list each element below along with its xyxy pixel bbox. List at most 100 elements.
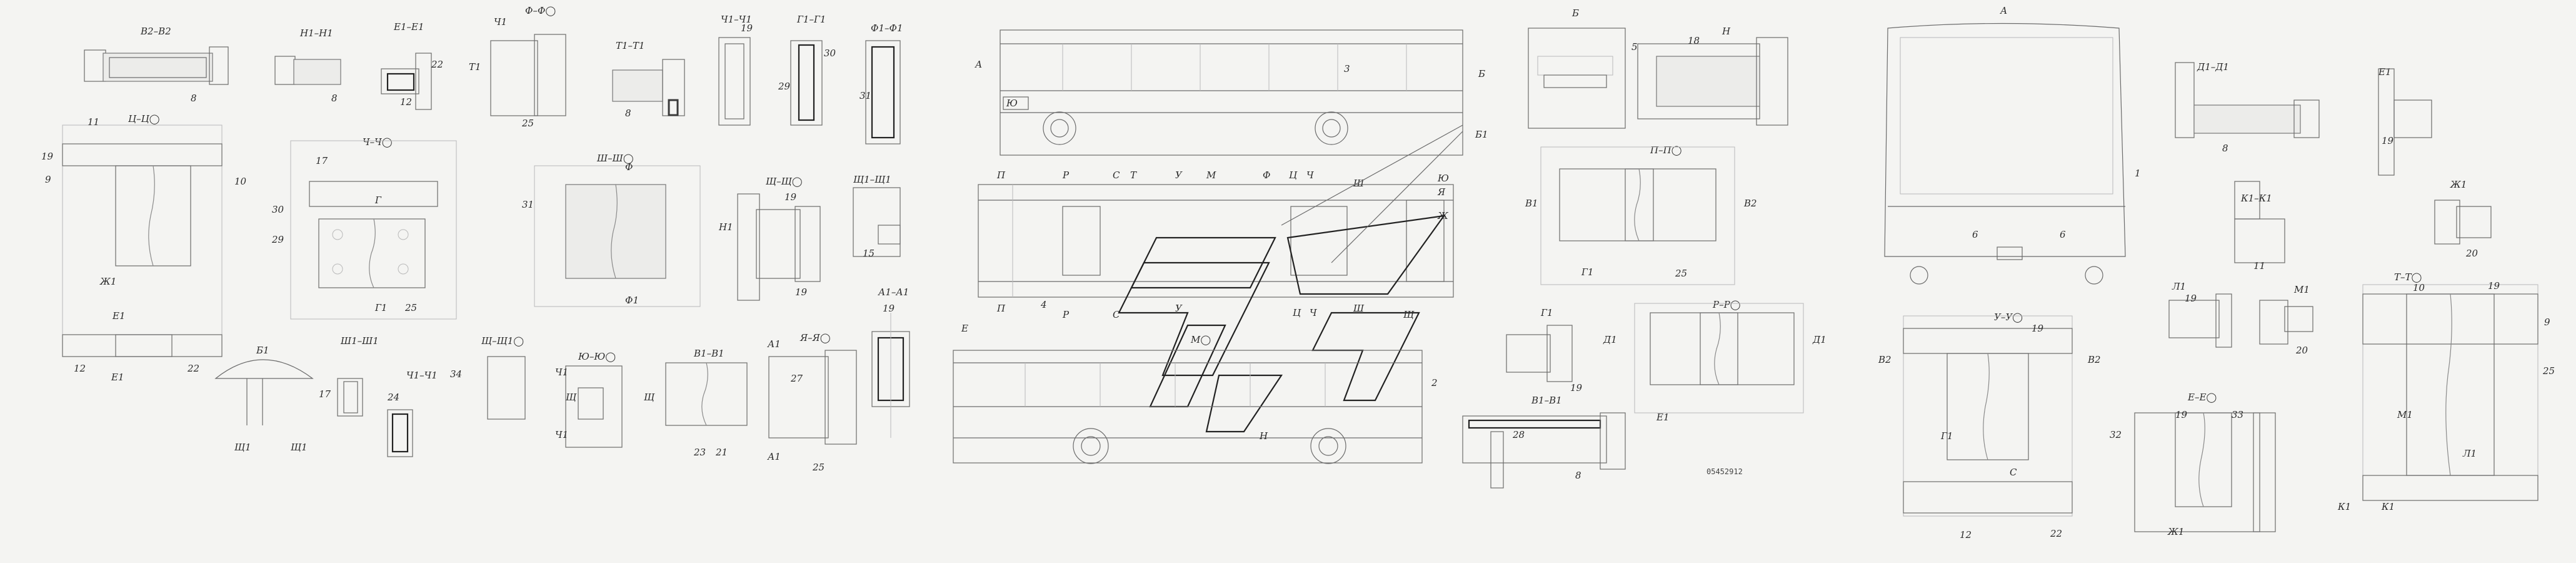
section-pp-title: П–П◯: [1650, 145, 1681, 156]
callout-8b: 8: [331, 93, 338, 104]
section-n1: Н1–Н1 8: [274, 28, 341, 104]
section-tsh: Ц–Ц◯ 11 19 9 10 Ж1 Е1 12 22 Е1: [41, 113, 247, 383]
section-k1: К1–К1 11: [2234, 181, 2285, 271]
mark-n: Н: [1259, 430, 1268, 442]
callout-28: 28: [1512, 429, 1525, 440]
mark-yu: Ю: [1006, 98, 1018, 109]
callout-11b: 11: [2253, 260, 2265, 271]
mark-d1: Д1: [1603, 334, 1617, 345]
callout-8c: 8: [625, 108, 631, 119]
mark-a1b: А1: [767, 451, 781, 462]
callout-17: 17: [316, 155, 328, 166]
section-n1-title: Н1–Н1: [299, 28, 333, 39]
callout-19k: 19: [2488, 280, 2500, 292]
section-chch: Ч–Ч◯ 17 30 29 Г Г1 25: [271, 136, 457, 320]
view-n-title: Н: [1722, 26, 1731, 37]
callout-10: 10: [234, 176, 247, 187]
section-t1-title: Т1–Т1: [616, 40, 645, 51]
mark-n1: Н1: [718, 221, 733, 233]
section-ee-title: Е–Е◯: [2187, 392, 2217, 403]
mark-r: Р: [1062, 170, 1070, 181]
section-rr-title: Р–Р◯: [1712, 299, 1740, 310]
section-d1-title: Д1–Д1: [2197, 61, 2229, 73]
callout-31b: 31: [522, 199, 534, 210]
section-shch-title: Щ–Щ◯: [766, 176, 803, 187]
callout-24: 24: [387, 392, 399, 403]
callout-19g: 19: [2032, 323, 2044, 334]
section-ch1-title: Ч1–Ч1: [721, 14, 752, 25]
section-shch2: Щ–Щ1◯ 34: [450, 335, 526, 420]
callout-6: 6: [1972, 229, 1978, 240]
mark-m: М: [1206, 170, 1216, 181]
callout-4: 4: [1040, 299, 1047, 310]
callout-18: 18: [1688, 35, 1700, 46]
bus-side-view-bottom: Е 2 Н: [953, 323, 1438, 464]
bus-side-view-top: А 3 Ю Б Б1: [975, 29, 1488, 156]
section-sh1: Ш1–Ш1 17: [319, 335, 379, 417]
mark-sh2: Ш: [1353, 303, 1365, 314]
mark-k1: К1: [2337, 501, 2351, 512]
view-a-title: А: [2000, 5, 2007, 16]
section-vv1-title: В1–В1: [1531, 395, 1562, 406]
callout-19e: 19: [883, 303, 895, 314]
callout-12: 12: [400, 96, 412, 108]
mark-p2: П: [996, 303, 1006, 314]
callout-21: 21: [715, 447, 728, 458]
view-b-title: Б: [1571, 8, 1579, 19]
mark-e1: Е1: [112, 310, 126, 322]
callout-29: 29: [778, 81, 791, 92]
callout-32: 32: [2110, 429, 2122, 440]
section-rr: Р–Р◯ Д1 Д1 Е1: [1603, 299, 1827, 423]
mark-g1: Г1: [374, 302, 387, 313]
callout-2: 2: [1431, 377, 1438, 388]
mark-a1: А1: [767, 338, 781, 350]
callout-20b: 20: [2295, 345, 2308, 356]
mark-l1: Л1: [2462, 448, 2477, 459]
section-f1: Ф1–Ф1 31: [860, 23, 903, 145]
view-e1-right-title: Е1: [2378, 66, 2392, 78]
callout-8: 8: [191, 93, 197, 104]
view-m1: М1 20: [2259, 284, 2313, 356]
section-d1: Д1–Д1 8: [2175, 61, 2320, 154]
frame-view-m-title: М◯: [1190, 334, 1211, 345]
mark-shch1b: Щ1: [291, 442, 308, 453]
section-v1: В1–В1 23 21: [665, 348, 748, 458]
callout-22b: 22: [187, 363, 199, 374]
callout-8e: 8: [2222, 143, 2228, 154]
mark-r2: Р: [1062, 309, 1070, 320]
section-e1-title: Е1–Е1: [393, 21, 424, 33]
section-f: Ф–Ф◯ Ч1 Т1 25: [469, 5, 566, 129]
section-f1-title: Ф1–Ф1: [871, 23, 903, 34]
mark-e1c: Е1: [1656, 412, 1670, 423]
mark-v2: В2: [1743, 198, 1757, 209]
mark-u: У: [1175, 170, 1183, 181]
view-b1-title: Б1: [256, 345, 269, 356]
mark-f2: Ф: [1263, 170, 1270, 181]
mark-ya: Я: [1437, 186, 1446, 198]
mark-t: Т: [1130, 170, 1137, 181]
mark-shch1: Щ1: [234, 442, 251, 453]
callout-34: 34: [450, 368, 462, 380]
callout-25e: 25: [2542, 365, 2555, 377]
mark-d1b: Д1: [1812, 334, 1827, 345]
mark-ts: Ц: [1289, 170, 1298, 181]
section-f-title: Ф–Ф◯: [525, 5, 556, 16]
callout-10b: 10: [2413, 282, 2425, 293]
callout-17b: 17: [319, 388, 331, 400]
section-ya: Я–Я◯ А1 27 25 А1: [767, 332, 857, 473]
mark-ch1d: Ч1: [555, 429, 568, 440]
callout-25d: 25: [1675, 268, 1687, 279]
callout-5: 5: [1631, 41, 1638, 53]
callout-12c: 12: [1960, 529, 1972, 540]
callout-6b: 6: [2060, 229, 2066, 240]
mark-ts2: Ц: [1293, 307, 1301, 318]
section-t1: Т1–Т1 8: [612, 40, 685, 119]
mark-ch2: Ч: [1310, 307, 1317, 318]
view-l1-title: Л1: [2172, 281, 2186, 292]
callout-20: 20: [2465, 248, 2478, 259]
view-zh1-right-title: Ж1: [2450, 179, 2467, 190]
mark-s2: С: [1113, 309, 1120, 320]
section-tt: Т–Т◯ 10 19 9 25 М1 Л1 К1 К1: [2337, 271, 2555, 512]
mark-s: С: [1113, 170, 1120, 181]
